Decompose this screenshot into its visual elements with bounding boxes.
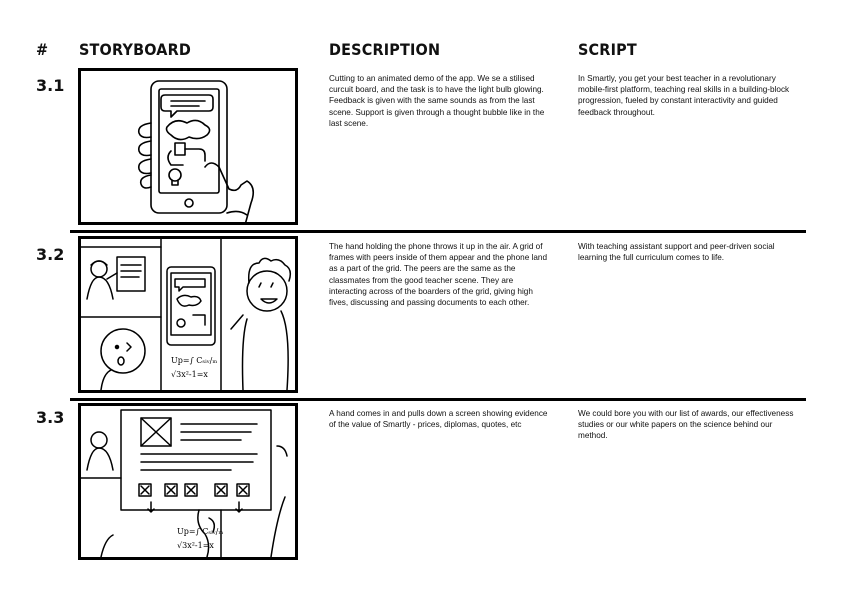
description-3-1: Cutting to an animated demo of the app. …	[329, 74, 545, 128]
row-divider-2	[70, 398, 806, 401]
scene-number-3-2: 3.2	[36, 245, 65, 264]
column-header-description: DESCRIPTION	[329, 40, 441, 59]
row-divider-1	[70, 230, 806, 233]
description-3-3: A hand comes in and pulls down a screen …	[329, 409, 548, 430]
sketch-formula-top-3: Up=∫ Cₛᵢᵥ/ₘ	[177, 527, 223, 536]
storyboard-frame-3-2: Up=∫ Cₛᵢᵥ/ₘ √3x²-1=x	[78, 236, 298, 393]
column-header-storyboard: STORYBOARD	[79, 40, 191, 59]
script-3-1: In Smartly, you get your best teacher in…	[578, 74, 790, 117]
storyboard-frame-3-3: Up=∫ Cₛᵢᵥ/ₘ √3x²-1=x	[78, 403, 298, 560]
description-3-2: The hand holding the phone throws it up …	[329, 242, 548, 308]
sketch-formula-bottom: √3x²-1=x	[171, 370, 208, 379]
sketch-phone-circuit	[137, 80, 255, 222]
column-header-script: SCRIPT	[578, 40, 637, 59]
storyboard-frame-3-1	[78, 68, 298, 225]
script-3-3: We could bore you with our list of award…	[578, 409, 794, 441]
sketch-formula-bottom-3: √3x²-1=x	[177, 541, 214, 550]
scene-number-3-1: 3.1	[36, 76, 65, 95]
sketch-evidence-screen: Up=∫ Cₛᵢᵥ/ₘ √3x²-1=x	[81, 409, 288, 557]
column-header-number: #	[36, 40, 49, 59]
sketch-formula-top: Up=∫ Cₛᵢᵥ/ₘ	[171, 356, 217, 365]
script-3-2: With teaching assistant support and peer…	[578, 242, 775, 263]
scene-number-3-3: 3.3	[36, 408, 65, 427]
sketch-peer-grid: Up=∫ Cₛᵢᵥ/ₘ √3x²-1=x	[81, 239, 292, 390]
